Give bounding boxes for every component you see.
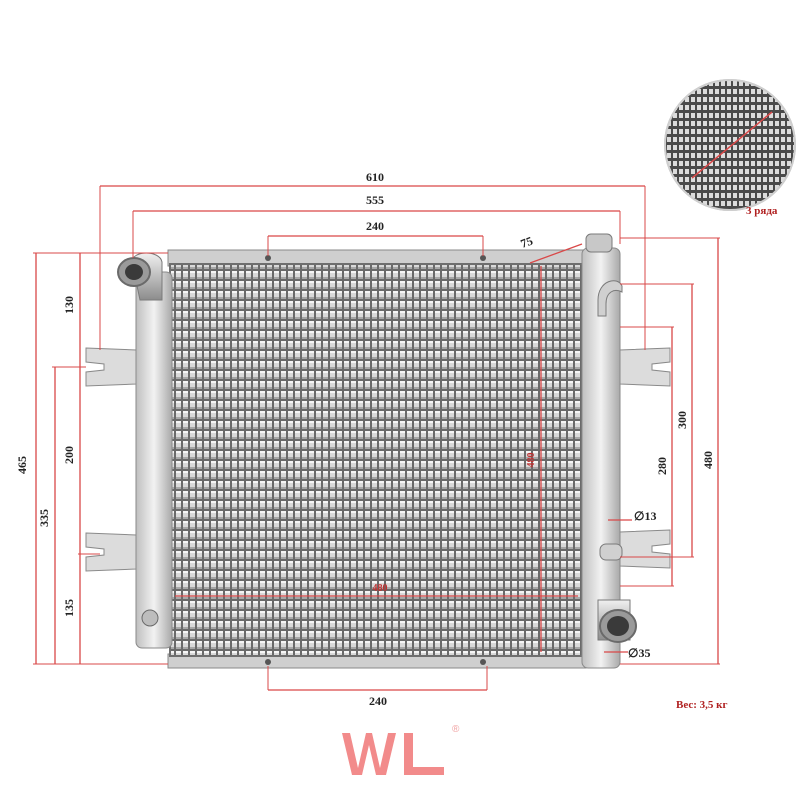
pipe-35-label: ∅35 bbox=[628, 646, 650, 660]
dim-480-right-label: 480 bbox=[701, 451, 715, 469]
dim-465-label: 465 bbox=[15, 456, 29, 474]
bracket-left-lower bbox=[85, 532, 137, 572]
zoom-measure-line bbox=[691, 111, 773, 179]
outlet-pipe-bottom-right bbox=[597, 599, 637, 643]
inlet-pipe-top-left bbox=[117, 252, 163, 301]
wl-logo: WL bbox=[342, 733, 444, 775]
dim-core-width-label: 480 bbox=[373, 583, 388, 594]
drain-plug bbox=[141, 609, 159, 627]
dim-240-bottom-label: 240 bbox=[369, 694, 387, 708]
weight-note: Вес: 3,5 кг bbox=[676, 699, 728, 711]
dim-135-label: 135 bbox=[62, 599, 76, 617]
small-pipe-lower-right bbox=[599, 543, 623, 561]
small-pipe-upper-right bbox=[597, 280, 623, 317]
radiator-core bbox=[169, 263, 587, 657]
dim-300-label: 300 bbox=[675, 411, 689, 429]
filler-neck bbox=[585, 233, 613, 253]
radiator bbox=[85, 233, 671, 669]
fin-zoom-inset bbox=[664, 79, 796, 211]
dim-240-top-label: 240 bbox=[366, 219, 384, 233]
dim-130-label: 130 bbox=[62, 296, 76, 314]
pipe-13-label: ∅13 bbox=[634, 509, 656, 523]
dim-core-height-label: 480 bbox=[526, 453, 537, 468]
dim-200-label: 200 bbox=[62, 446, 76, 464]
bracket-left-upper bbox=[85, 347, 137, 387]
bracket-right-lower bbox=[619, 529, 671, 569]
dimension-lines bbox=[33, 185, 720, 691]
registered-mark: ® bbox=[452, 724, 460, 735]
dim-335-label: 335 bbox=[37, 509, 51, 527]
rows-count-note: 3 ряда bbox=[746, 205, 778, 217]
bracket-right-upper bbox=[619, 347, 671, 387]
left-tank bbox=[135, 271, 173, 649]
dim-610-label: 610 bbox=[366, 170, 384, 184]
dim-75-label: 75 bbox=[519, 234, 535, 251]
dim-280-label: 280 bbox=[655, 457, 669, 475]
dim-555-label: 555 bbox=[366, 193, 384, 207]
